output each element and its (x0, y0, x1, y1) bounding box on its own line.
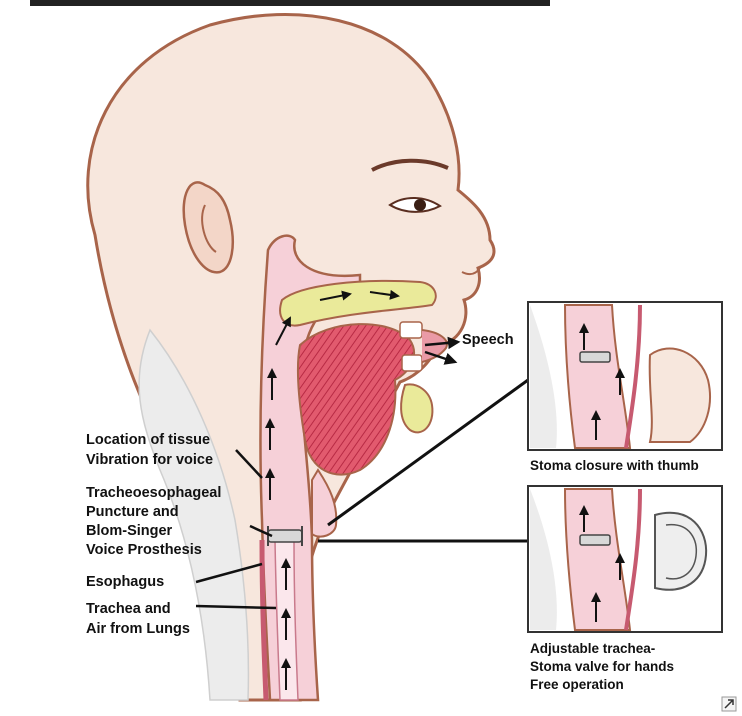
jaw-bone (401, 384, 432, 432)
puncture-label-line4: Voice Prosthesis (86, 541, 202, 559)
trachea-label-line1: Trachea and (86, 600, 171, 618)
valve-caption-line3: Free operation (530, 676, 624, 694)
cropped-title-strip (30, 0, 550, 6)
valve-caption-line2: Stoma valve for hands (530, 658, 674, 676)
valve-caption-line1: Adjustable trachea- (530, 640, 655, 658)
upper-teeth (400, 322, 422, 338)
trachea-label-line2: Air from Lungs (86, 620, 190, 638)
puncture-label-line1: Tracheoesophageal (86, 484, 221, 502)
tissue-vibration-label-line1: Location of tissue (86, 431, 210, 449)
esophagus-label: Esophagus (86, 573, 164, 591)
speech-label: Speech (462, 331, 514, 349)
puncture-label-line3: Blom-Singer (86, 522, 172, 540)
inset-stoma-valve (528, 486, 722, 632)
inset-thumb-closure (528, 302, 722, 450)
tissue-vibration-label-line2: Vibration for voice (86, 451, 213, 469)
tongue (298, 324, 414, 475)
voice-prosthesis (268, 530, 302, 542)
corner-expand-icon[interactable] (722, 697, 736, 711)
thumb-closure-caption: Stoma closure with thumb (530, 457, 699, 475)
iris (414, 199, 426, 211)
puncture-label-line2: Puncture and (86, 503, 179, 521)
lower-teeth (402, 355, 422, 371)
